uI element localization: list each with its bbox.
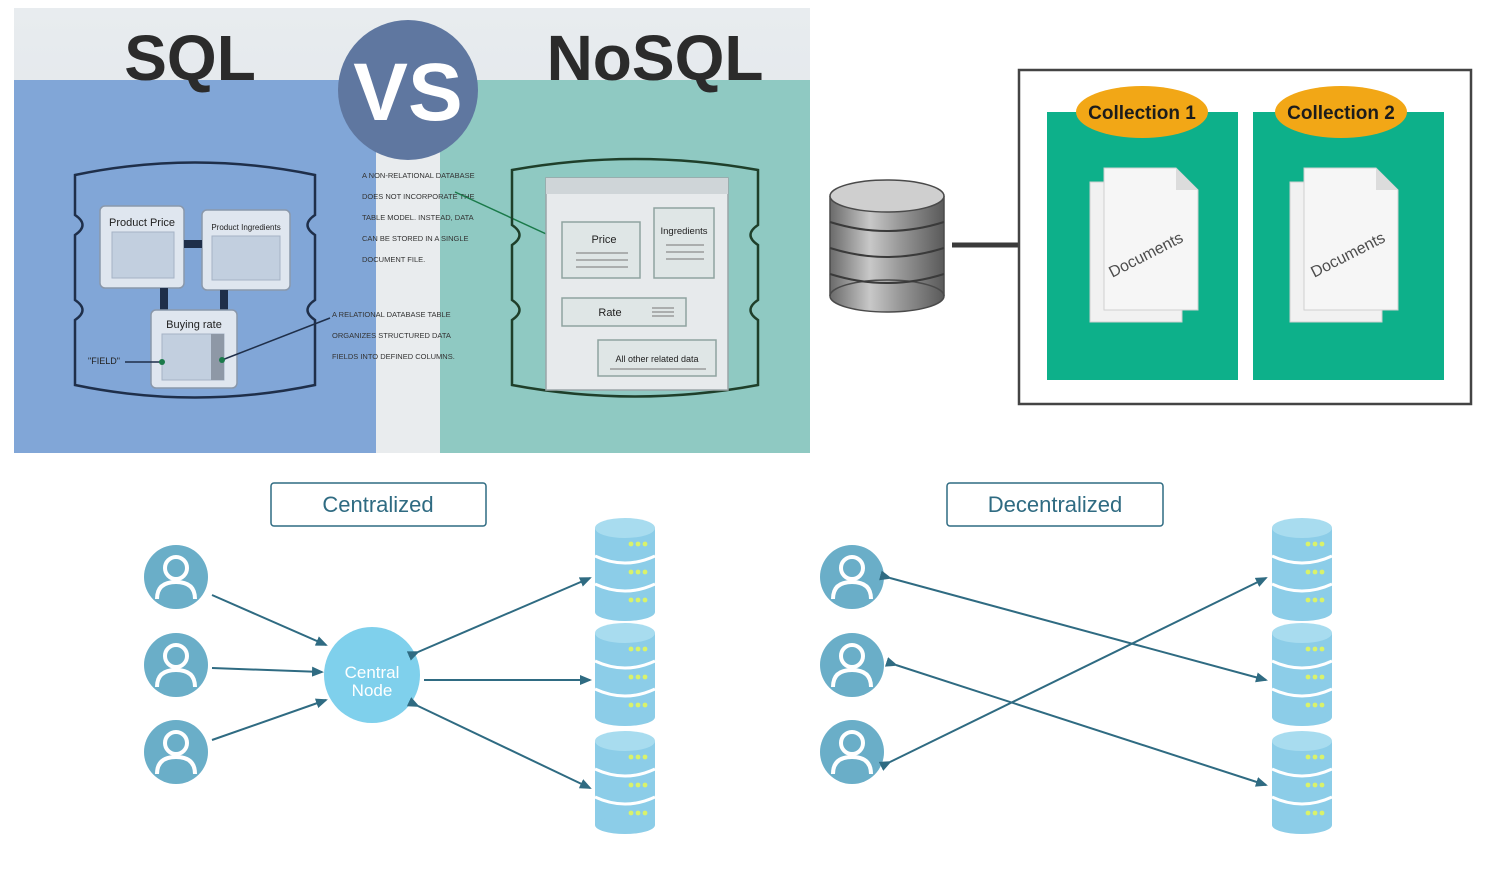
nosql-title: NoSQL [547,22,764,94]
database-icon [594,731,656,834]
decentralized-title: Decentralized [988,492,1123,517]
table-title: Buying rate [166,319,222,331]
user-icon [820,720,884,784]
svg-text:TABLE MODEL. INSTEAD, DATA: TABLE MODEL. INSTEAD, DATA [362,213,474,222]
field-label: "FIELD" [88,356,120,366]
vs-label: VS [353,47,462,138]
collection-1: Collection 1 Documents [1047,86,1238,380]
sql-table-product-ingredients: Product Ingredients [201,209,291,291]
centralized-diagram: Centralized Central Node [144,482,656,834]
collection-tab [1275,86,1407,138]
decentralized-diagram: Decentralized [820,482,1333,834]
sql-vs-nosql-illustration: SQL NoSQL VS Product Price Product Ingre… [14,8,810,453]
database-icon [594,623,656,726]
central-node-label-line2: Node [352,681,393,700]
user-icon [820,633,884,697]
nosql-field-other: All other related data [597,339,717,377]
table-title: Product Price [109,217,175,229]
relational-note: A RELATIONAL DATABASE TABLE ORGANIZES ST… [332,310,455,361]
central-node [324,627,420,723]
nosql-field-ingredients: Ingredients [653,207,715,279]
database-cylinder-icon [829,179,945,313]
database-icon [594,518,656,621]
collection-label: Collection 1 [1088,103,1196,124]
svg-text:FIELDS INTO DEFINED COLUMNS.: FIELDS INTO DEFINED COLUMNS. [332,352,455,361]
svg-text:Rate: Rate [598,307,621,319]
nosql-field-rate: Rate [561,297,687,327]
arrow-user1-to-center [211,594,328,646]
svg-text:All other related data: All other related data [615,354,698,364]
documents-icon: Documents [1089,167,1199,323]
vs-circle [338,20,478,160]
documents-icon: Documents [1289,167,1399,323]
svg-text:DOCUMENT FILE.: DOCUMENT FILE. [362,255,425,264]
svg-text:A NON-RELATIONAL DATABASE: A NON-RELATIONAL DATABASE [362,171,475,180]
decentralized-title-box [946,482,1164,527]
sql-database-outline [73,161,317,399]
centralized-title-box [270,482,487,527]
table-title: Product Ingredients [211,223,280,232]
arrow-user3-db1 [878,577,1268,771]
arrow-center-db3 [406,697,592,789]
user-icon [144,633,208,697]
svg-text:Ingredients: Ingredients [660,226,707,237]
non-relational-note: A NON-RELATIONAL DATABASE DOES NOT INCOR… [362,171,475,264]
arrow-user1-db2 [879,570,1268,683]
arrow-user3-to-center [211,698,328,741]
database-icon [1271,623,1333,726]
collection-tab [1076,86,1208,138]
arrow-center-db1 [406,577,592,661]
sql-title: SQL [124,22,256,94]
svg-text:DOES NOT INCORPORATE THE: DOES NOT INCORPORATE THE [362,192,475,201]
central-node-label-line1: Central [345,663,400,682]
svg-text:ORGANIZES STRUCTURED DATA: ORGANIZES STRUCTURED DATA [332,331,451,340]
sql-table-buying-rate: Buying rate [150,309,238,389]
svg-text:CAN BE STORED IN A SINGLE: CAN BE STORED IN A SINGLE [362,234,469,243]
user-icon [144,545,208,609]
database-icon [1271,518,1333,621]
user-icon [820,545,884,609]
arrow-user2-db3 [884,657,1268,787]
sql-table-product-price: Product Price [99,205,185,289]
user-icon [144,720,208,784]
nosql-database-outline [510,157,760,398]
collection-label: Collection 2 [1287,103,1395,124]
database-icon [1271,731,1333,834]
arrow-user2-to-center [211,666,324,677]
svg-text:A RELATIONAL DATABASE TABLE: A RELATIONAL DATABASE TABLE [332,310,451,319]
svg-text:Price: Price [591,234,616,246]
nosql-field-price: Price [561,221,641,279]
collection-2: Collection 2 Documents [1253,86,1444,380]
centralized-title: Centralized [322,492,433,517]
